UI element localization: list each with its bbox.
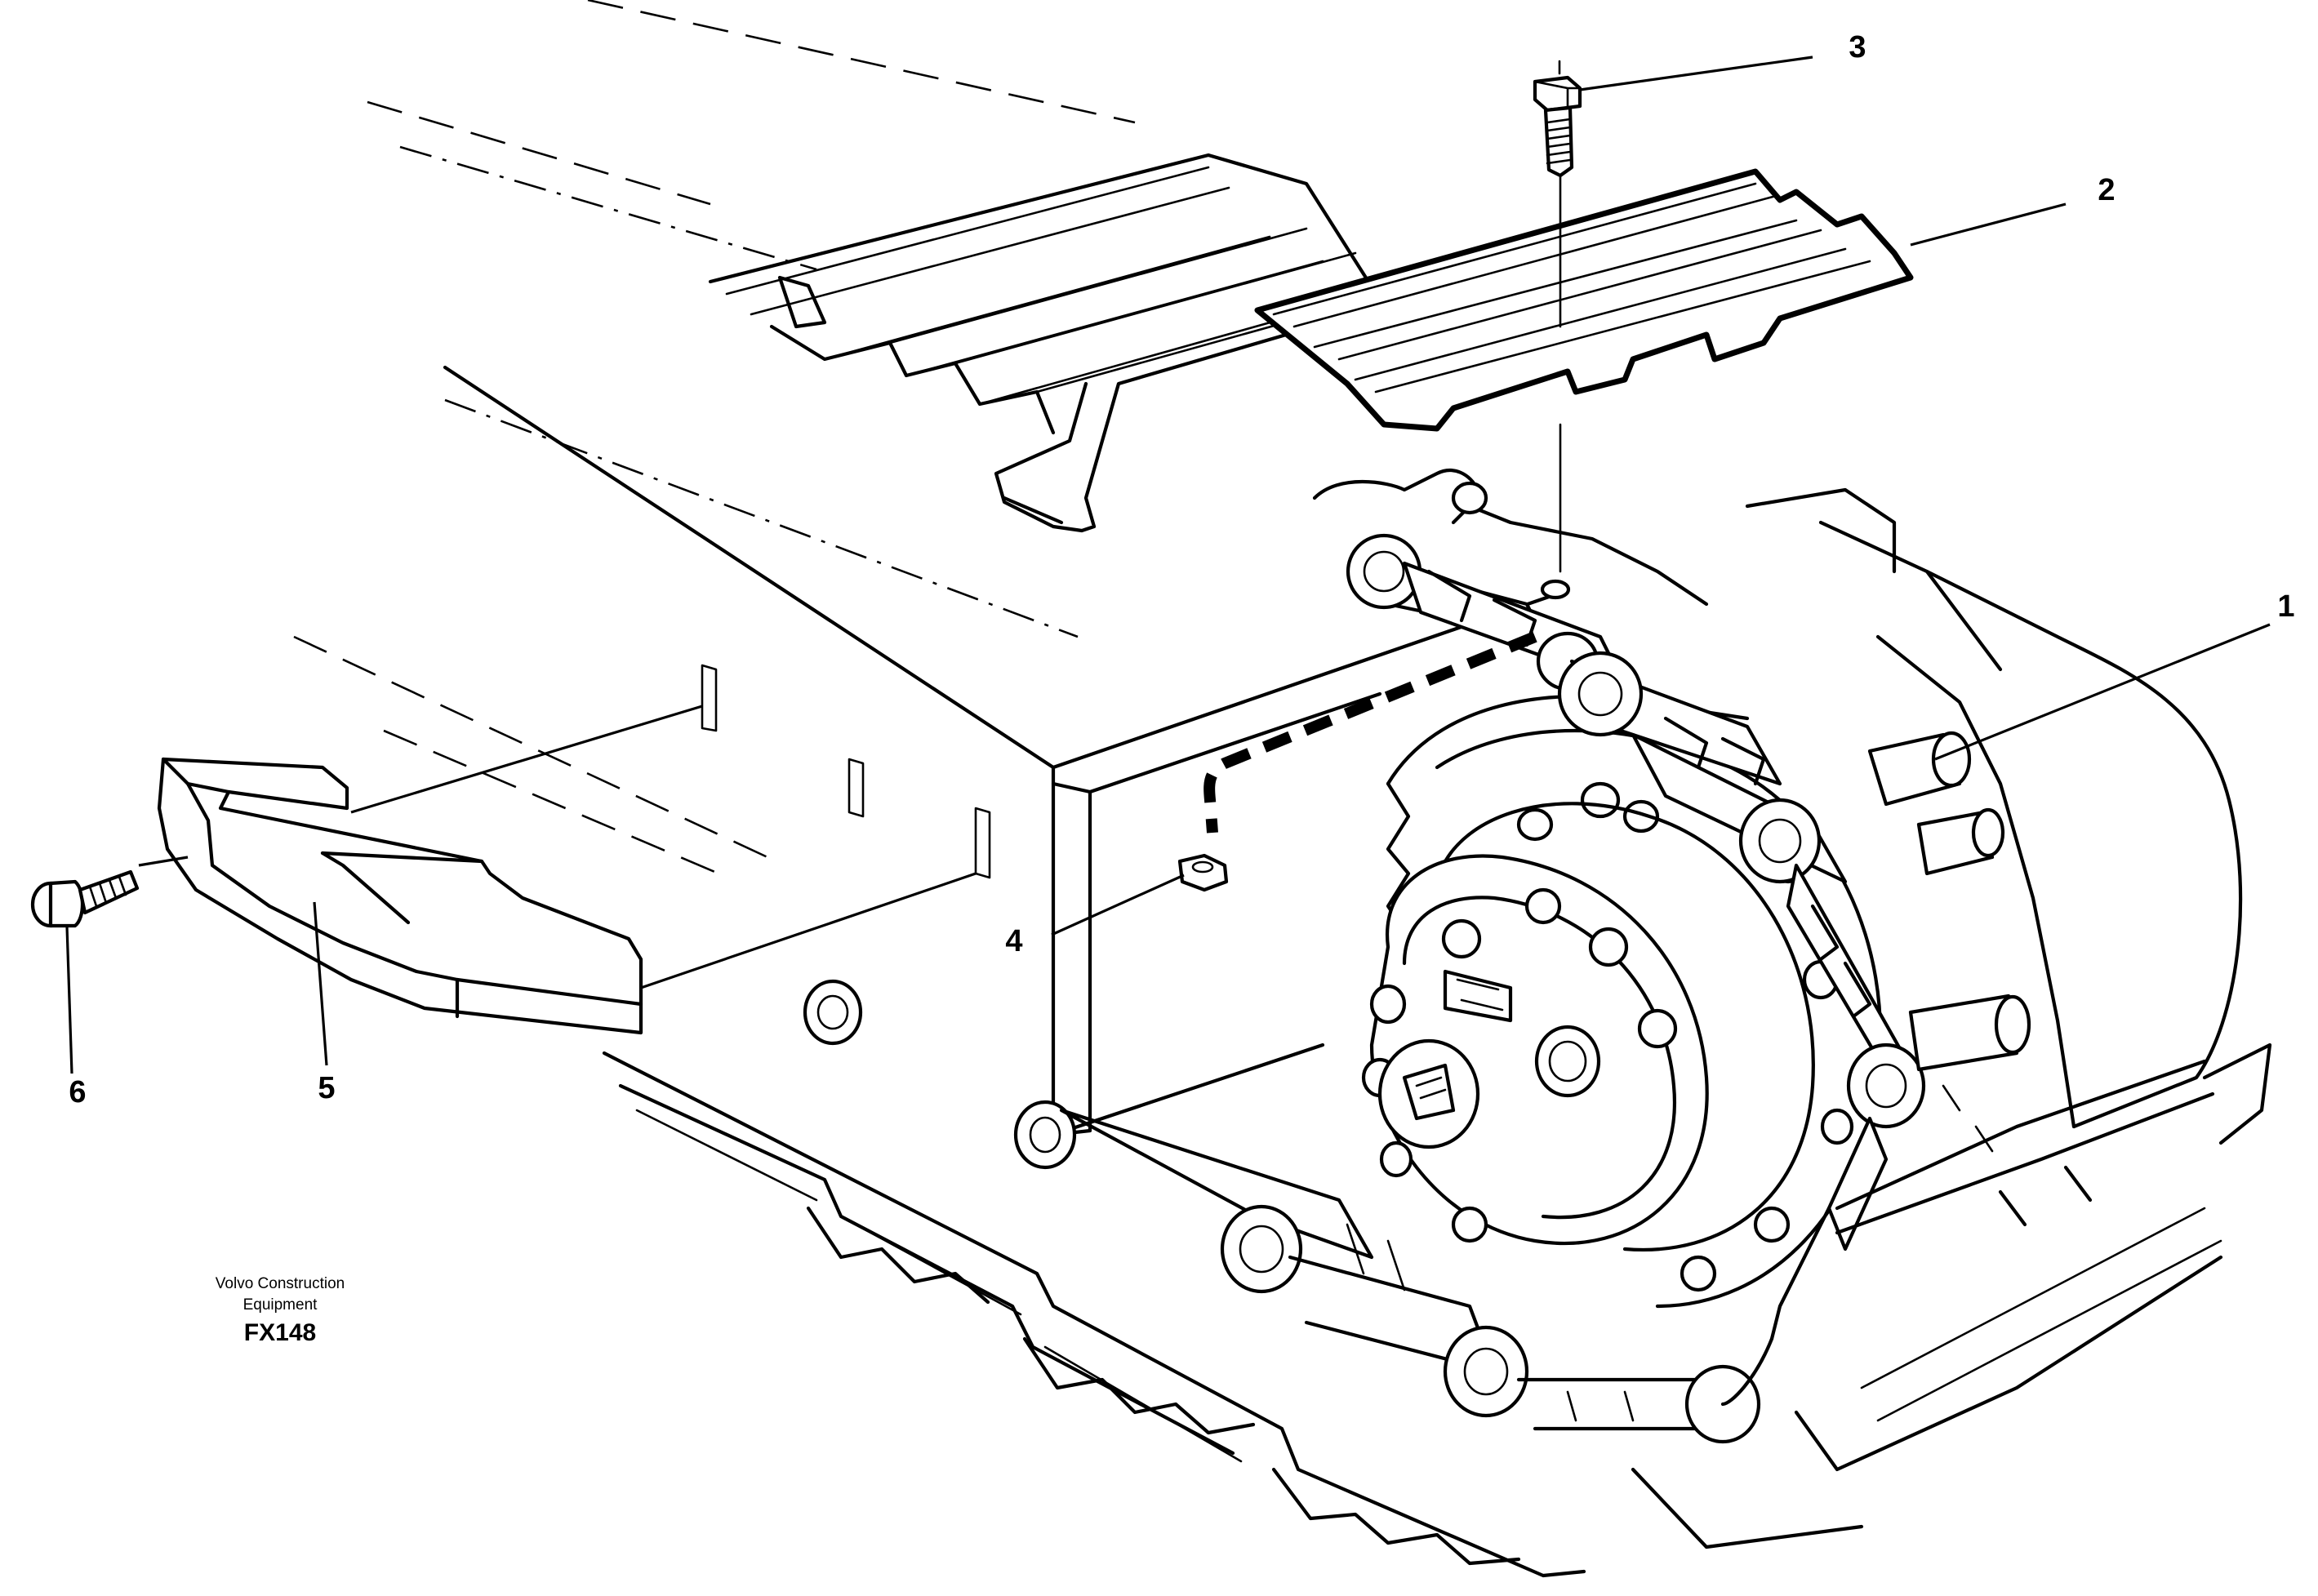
callout-5: 5 [318,1071,335,1105]
credit-line-1: Volvo Construction [216,1275,345,1292]
lower-chain [803,979,1761,1444]
credit-line-2: Equipment [243,1296,318,1314]
figure-code: FX148 [244,1319,316,1346]
guard-part-5 [157,757,643,1035]
credit-block: Volvo Construction Equipment FX148 [216,1275,345,1346]
chain-pins [1745,487,2272,1235]
bolt-part-3 [1533,60,1582,600]
callout-6: 6 [69,1075,86,1109]
final-drive [1361,695,1883,1309]
callout-labels: 1 2 3 4 5 6 [69,30,2294,1109]
guard-mount-lines [138,705,977,989]
callout-3: 3 [1849,30,1866,64]
callout-1: 1 [2277,589,2294,624]
callout-2: 2 [2098,173,2115,207]
leader-1 [1934,623,2271,761]
upper-track-shoes [708,153,1390,533]
callout-4: 4 [1005,924,1022,958]
screw-part-6 [30,869,140,928]
leader-2 [1910,202,2067,247]
lower-track [602,1051,2223,1578]
leader-6 [65,926,73,1074]
track-shoe-part-2 [1254,168,1914,432]
leader-4 [1051,874,1185,936]
construction-lines [293,0,1136,875]
callout-leaders [65,56,2271,1074]
leader-5 [313,901,328,1066]
upper-chain [1312,469,1926,1407]
nut-part-4 [1177,631,1537,892]
leader-3 [1579,56,1813,91]
